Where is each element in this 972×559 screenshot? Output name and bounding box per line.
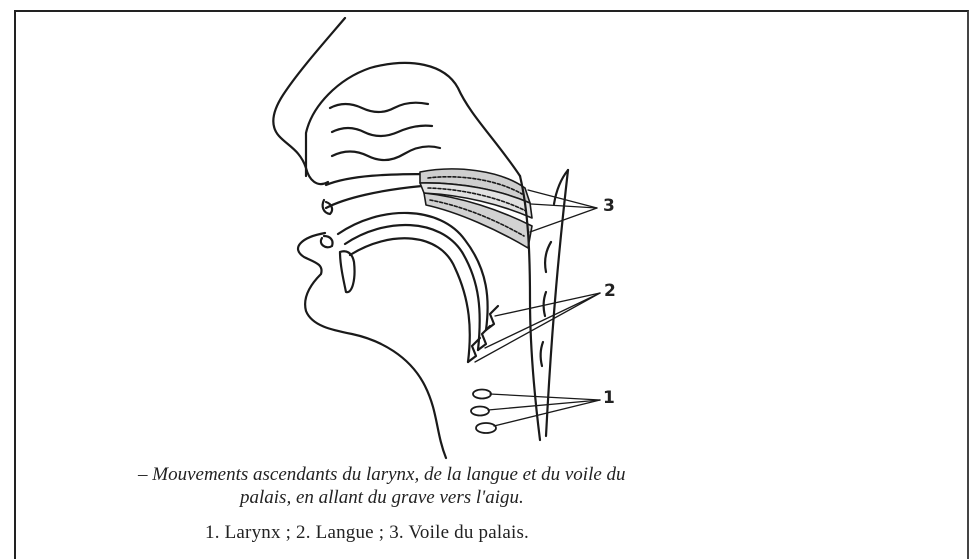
label-3: 3 — [603, 196, 615, 216]
figure-caption: – Mouvements ascendants du larynx, de la… — [120, 463, 920, 509]
vertebra-mark-2 — [545, 242, 551, 272]
label-2: 2 — [604, 281, 616, 301]
palate-lower-edge — [326, 186, 422, 208]
turbinate-2 — [332, 126, 432, 136]
caption-line-2: palais, en allant du grave vers l'aigu. — [120, 486, 920, 509]
turbinate-1 — [330, 103, 428, 112]
figure-legend: 1. Larynx ; 2. Langue ; 3. Voile du pala… — [205, 522, 529, 544]
vertebra-mark-3 — [544, 292, 546, 316]
tongue-positions — [338, 213, 498, 362]
jaw-loop — [340, 251, 355, 292]
label-1: 1 — [603, 388, 615, 408]
velum-positions — [420, 169, 532, 248]
caption-line-1: – Mouvements ascendants du larynx, de la… — [120, 463, 920, 486]
vertebra-mark-4 — [541, 342, 543, 366]
nasal-cavity — [306, 63, 520, 176]
face-profile-lower — [298, 233, 446, 458]
larynx-positions — [471, 390, 496, 434]
lower-teeth — [321, 236, 333, 247]
turbinate-3 — [332, 146, 440, 160]
face-profile-upper — [273, 18, 345, 184]
